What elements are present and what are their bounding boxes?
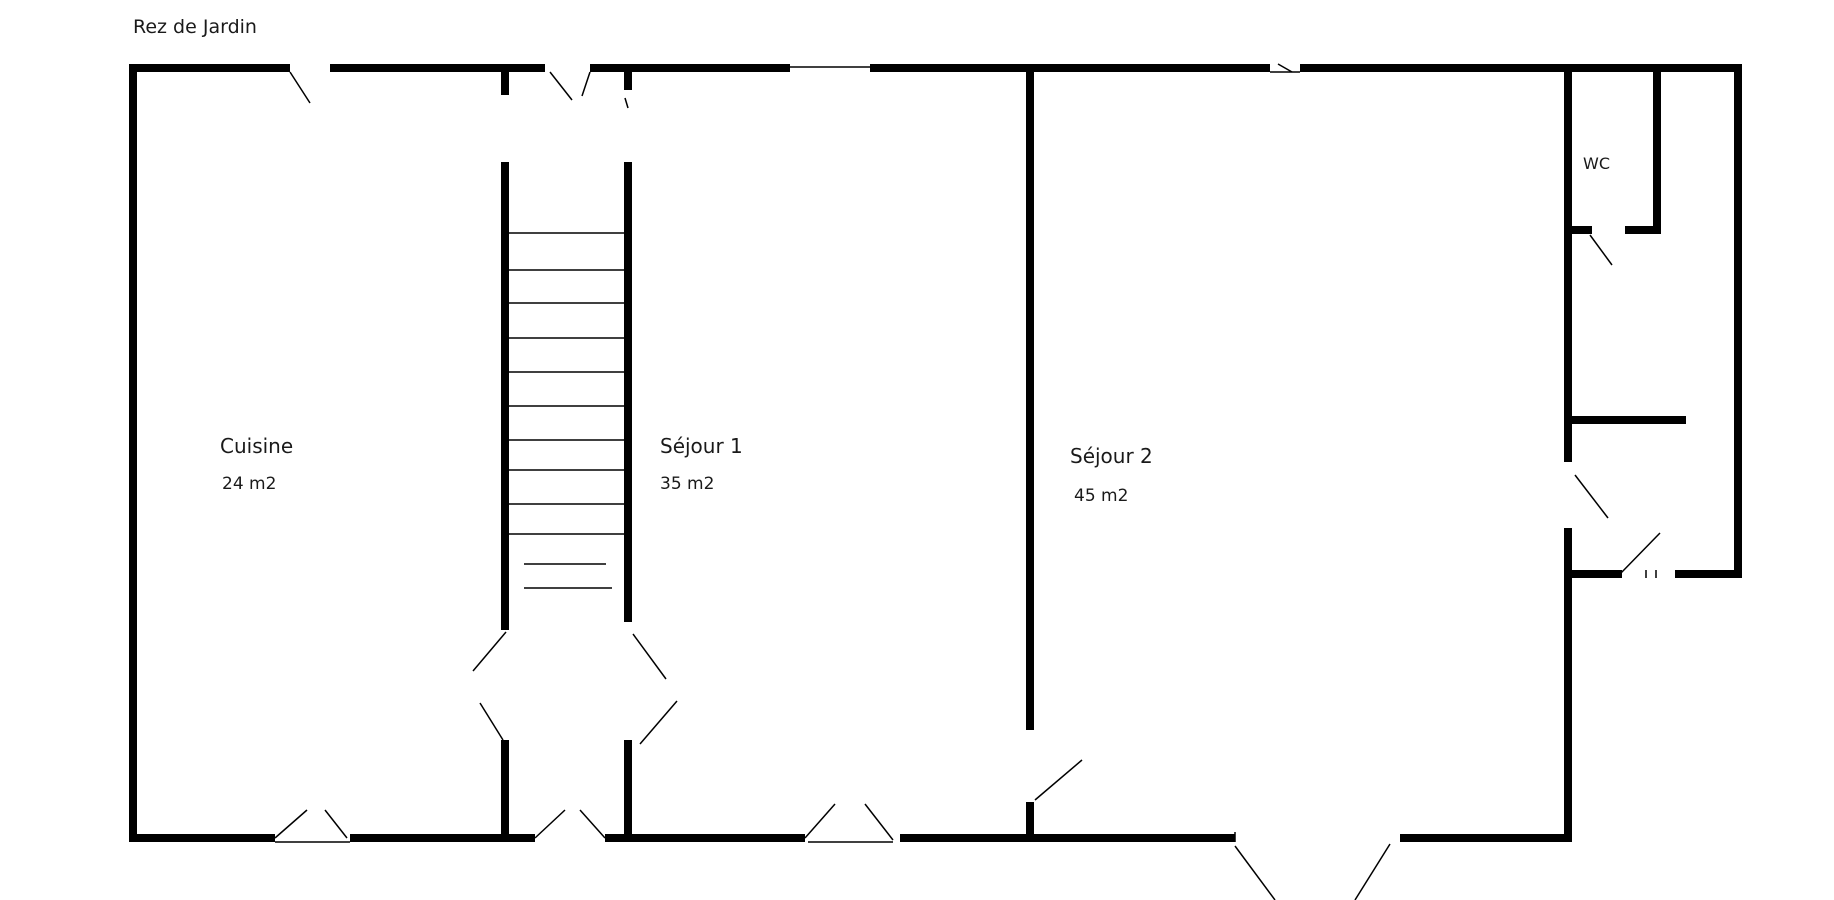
door-swing bbox=[1574, 474, 1609, 519]
door-swing bbox=[479, 702, 504, 741]
plan-title: Rez de Jardin bbox=[133, 16, 257, 38]
door-swing bbox=[624, 97, 629, 109]
room-label-wc: WC bbox=[1583, 154, 1610, 173]
door-swing bbox=[324, 809, 348, 839]
door-swing bbox=[579, 809, 606, 839]
room-area-sejour-1: 35 m2 bbox=[660, 474, 715, 494]
door-swing bbox=[639, 700, 678, 745]
door-swing bbox=[534, 809, 566, 839]
door-swings bbox=[274, 63, 1661, 900]
door-swing bbox=[1234, 845, 1276, 900]
door-swing bbox=[472, 631, 507, 672]
door-swing bbox=[864, 803, 894, 841]
door-swing bbox=[274, 809, 308, 839]
room-label-sejour-2: Séjour 2 bbox=[1070, 444, 1153, 468]
door-swing bbox=[289, 71, 311, 104]
door-swing bbox=[1354, 843, 1391, 900]
door-swing bbox=[804, 803, 836, 839]
door-swing bbox=[1619, 532, 1661, 575]
door-swing bbox=[632, 633, 667, 680]
door-swing bbox=[1277, 63, 1293, 73]
door-swing bbox=[581, 71, 591, 97]
door-swing bbox=[1589, 234, 1613, 266]
room-area-sejour-2: 45 m2 bbox=[1074, 486, 1129, 506]
door-swing bbox=[549, 71, 573, 101]
door-swing bbox=[1034, 759, 1083, 801]
stairs bbox=[509, 232, 624, 589]
room-area-cuisine: 24 m2 bbox=[222, 474, 277, 494]
room-label-cuisine: Cuisine bbox=[220, 434, 294, 458]
walls bbox=[129, 64, 1742, 842]
room-label-sejour-1: Séjour 1 bbox=[660, 434, 743, 458]
